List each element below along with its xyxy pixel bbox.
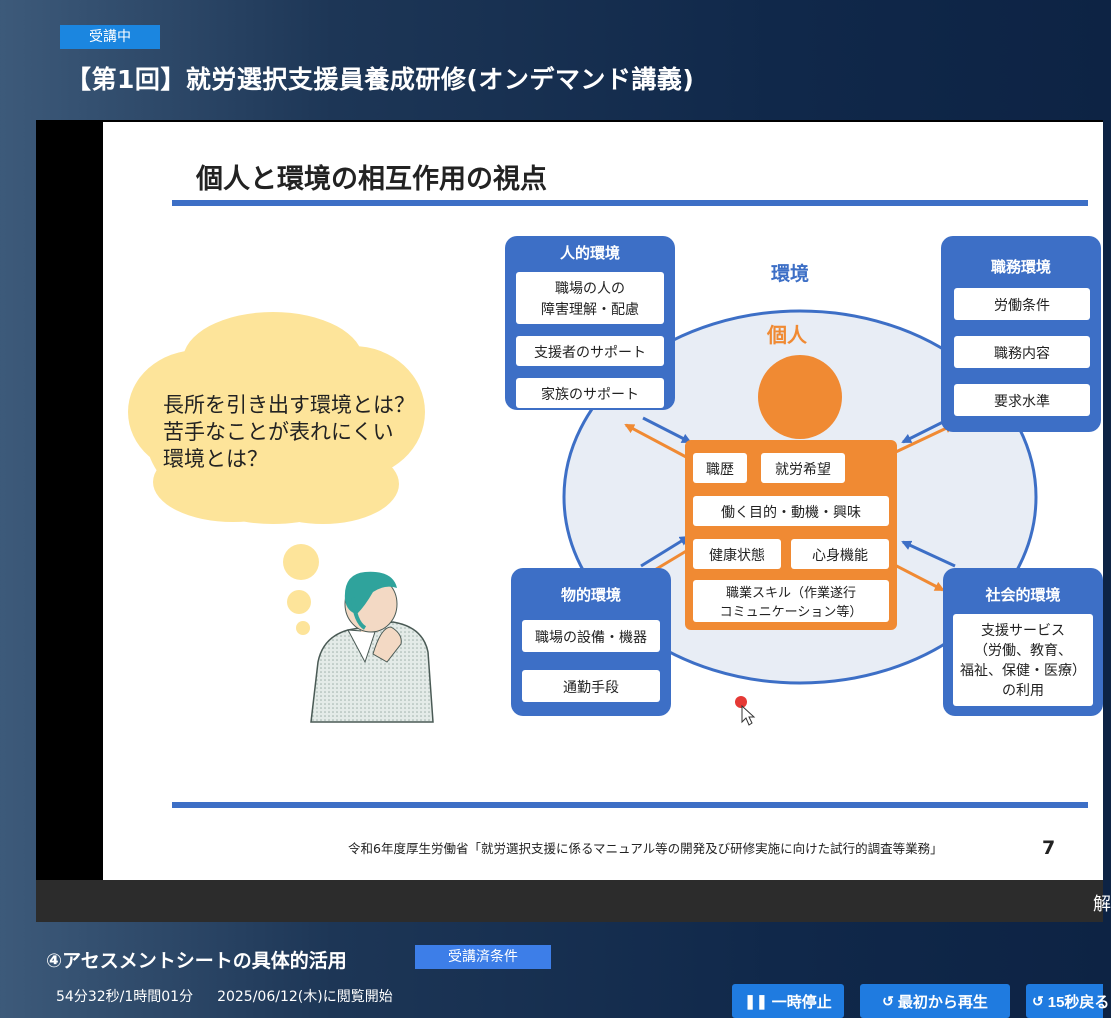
condition-badge: 受講済条件 (415, 945, 551, 969)
caption-toggle[interactable]: 解 (1093, 894, 1111, 915)
thinking-person-icon (310, 571, 434, 723)
mind-item: 心身機能 (812, 548, 868, 564)
heading-rule (172, 200, 1088, 206)
hope-item: 就労希望 (775, 462, 831, 478)
job-env-item3: 要求水準 (994, 394, 1050, 410)
job-env-title: 職務環境 (991, 258, 1051, 276)
health-item: 健康状態 (709, 547, 765, 564)
career-item: 職歴 (706, 462, 734, 478)
skill-item-line1: 職業スキル（作業遂行 (726, 585, 856, 601)
lecture-title: ④アセスメントシートの具体的活用 (46, 950, 347, 972)
social-env-line3: 福祉、保健・医療） (960, 662, 1086, 679)
slide-page-number: 7 (1042, 837, 1055, 859)
bubble-line1: 長所を引き出す環境とは？ (163, 393, 415, 417)
social-env-line2: （労働、教育、 (974, 643, 1072, 659)
slide-diagram: 個人と環境の相互作用の視点 環境 個人 職歴 就労希望 (128, 164, 1103, 859)
restart-button[interactable]: ↺最初から再生 (860, 984, 1010, 1018)
restart-label: 最初から再生 (897, 993, 988, 1011)
physical-environment-box: 物的環境 職場の設備・機器 通勤手段 (511, 568, 671, 716)
physical-env-item2: 通勤手段 (563, 680, 619, 696)
person-body-box: 職歴 就労希望 働く目的・動機・興味 健康状態 心身機能 職業スキル（作業遂行 … (685, 440, 897, 630)
social-env-line4: の利用 (1002, 683, 1044, 699)
cursor-dot-icon (735, 696, 747, 708)
status-badge: 受講中 (60, 25, 160, 49)
progress-time: 54分32秒/1時間01分 (56, 989, 194, 1005)
pause-icon: ❚❚ (744, 992, 768, 1009)
human-environment-box: 人的環境 職場の人の 障害理解・配慮 支援者のサポート 家族のサポート (505, 236, 675, 410)
human-env-item2: 支援者のサポート (534, 345, 646, 361)
bubble-line2: 苦手なことが表れにくい (163, 420, 394, 444)
pause-button[interactable]: ❚❚一時停止 (732, 984, 844, 1018)
person-head-icon (758, 355, 842, 439)
rewind-label: 15秒戻る (1047, 993, 1110, 1011)
job-env-item1: 労働条件 (994, 297, 1050, 314)
lecture-slide: 個人と環境の相互作用の視点 環境 個人 職歴 就労希望 (103, 122, 1103, 880)
player-control-bar[interactable]: 解 (36, 880, 1111, 922)
human-env-item1-line2: 障害理解・配慮 (541, 302, 639, 318)
footer-rule (172, 802, 1088, 808)
social-env-line1: 支援サービス (981, 623, 1065, 639)
job-env-item2: 職務内容 (994, 345, 1050, 362)
job-environment-box: 職務環境 労働条件 職務内容 要求水準 (941, 236, 1101, 432)
slide-footer-text: 令和6年度厚生労働省「就労選択支援に係るマニュアル等の開発及び研修実施に向けた試… (348, 841, 943, 856)
replay-icon: ↺ (882, 992, 894, 1009)
thought-bubble: 長所を引き出す環境とは？ 苦手なことが表れにくい 環境とは？ (128, 312, 425, 635)
social-env-title: 社会的環境 (984, 586, 1060, 604)
human-env-title: 人的環境 (560, 244, 620, 262)
mouse-pointer-icon (741, 704, 756, 726)
page-title: 【第1回】就労選択支援員養成研修(オンデマンド講義) (66, 65, 695, 94)
skill-item-line2: コミュニケーション等） (720, 604, 863, 620)
human-env-item3: 家族のサポート (541, 386, 639, 403)
human-env-item1-line1: 職場の人の (555, 281, 625, 297)
video-player[interactable]: 個人と環境の相互作用の視点 環境 個人 職歴 就労希望 (36, 120, 1111, 922)
slide-heading: 個人と環境の相互作用の視点 (195, 164, 547, 195)
environment-label: 環境 (771, 262, 809, 285)
view-start-date: 2025/06/12(木)に閲覧開始 (217, 989, 393, 1005)
bubble-line3: 環境とは？ (163, 447, 268, 471)
individual-label: 個人 (766, 323, 808, 347)
physical-env-title: 物的環境 (561, 586, 621, 604)
progress-info: 54分32秒/1時間01分 2025/06/12(木)に閲覧開始 (56, 986, 393, 1006)
rewind-icon: ↺ (1032, 992, 1044, 1009)
rewind-button[interactable]: ↺15秒戻る (1026, 984, 1109, 1018)
social-environment-box: 社会的環境 支援サービス （労働、教育、 福祉、保健・医療） の利用 (943, 568, 1103, 716)
pause-label: 一時停止 (771, 993, 832, 1011)
purpose-item: 働く目的・動機・興味 (721, 505, 861, 521)
physical-env-item1: 職場の設備・機器 (535, 630, 647, 646)
